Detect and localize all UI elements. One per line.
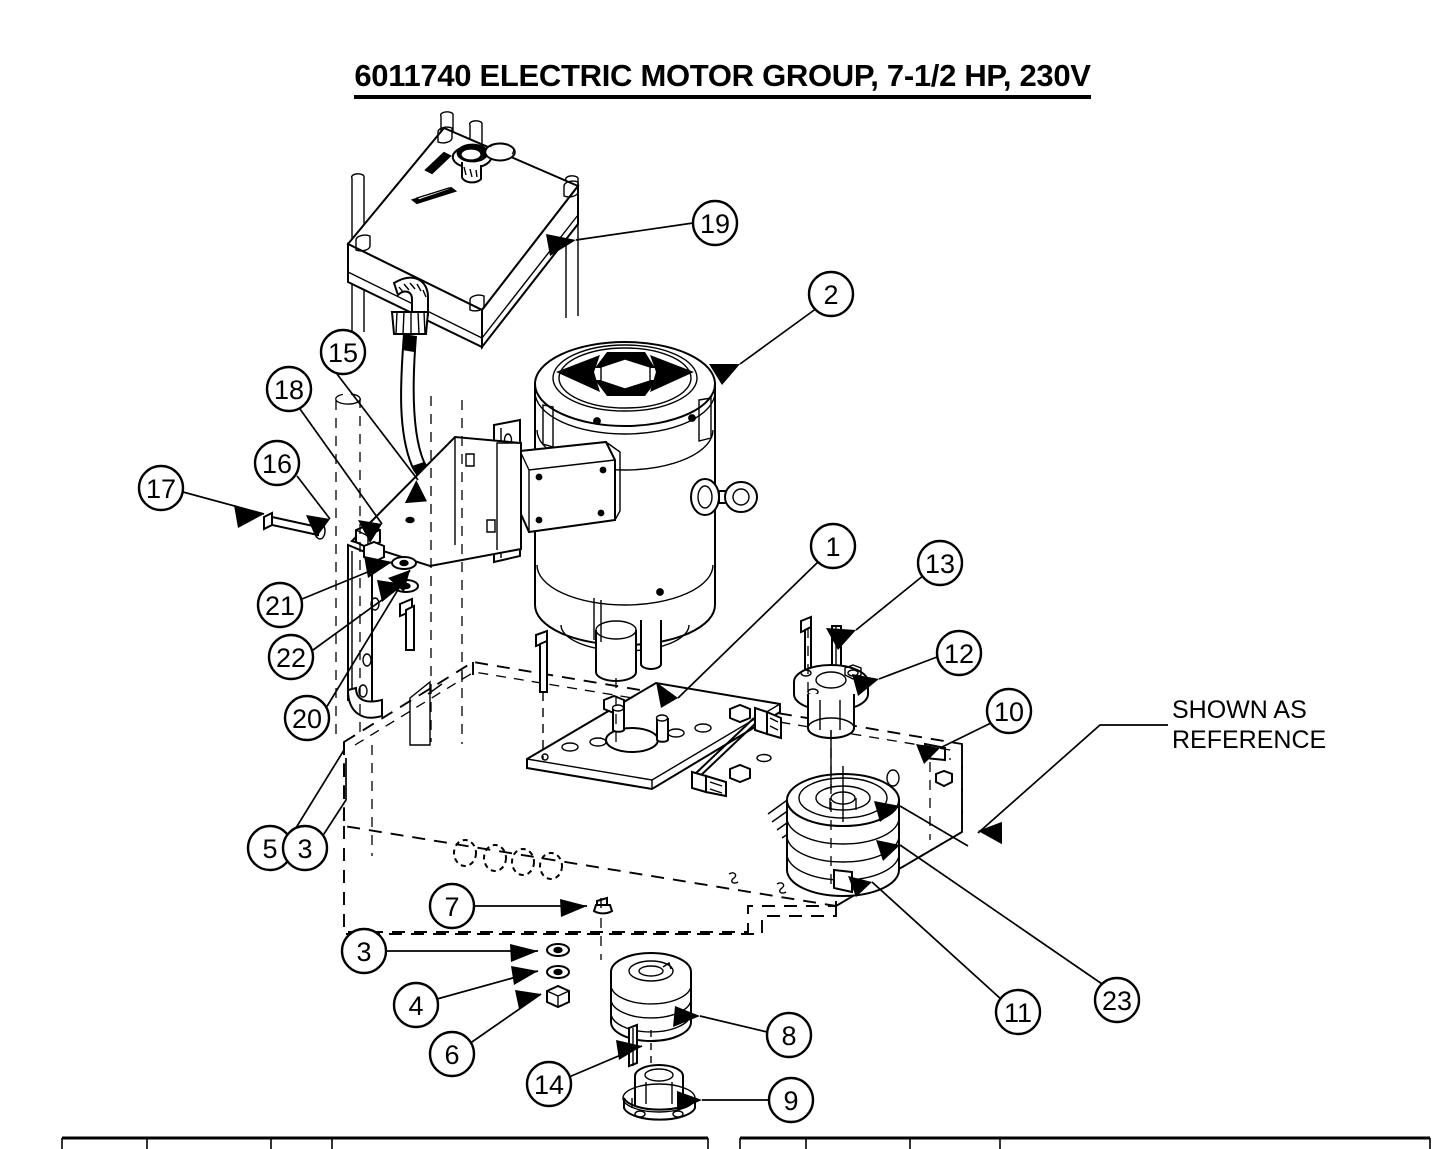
callout-circle — [1093, 976, 1141, 1024]
callout-number: 18 — [274, 375, 304, 405]
parts-table-left — [61, 1136, 709, 1149]
motor-junction-box — [519, 440, 621, 534]
callout-circle — [765, 1011, 813, 1059]
callout-circle — [691, 199, 739, 247]
fan-grille — [556, 352, 694, 396]
callout-22[interactable]: 22 — [267, 633, 315, 681]
callout-circle — [281, 824, 329, 872]
callout-circle — [319, 328, 367, 376]
callout-circle — [767, 1076, 815, 1124]
callout-20[interactable]: 20 — [283, 694, 331, 742]
callout-circle — [256, 581, 304, 629]
callout-circle — [283, 694, 331, 742]
callout-17[interactable]: 17 — [137, 464, 185, 512]
callout-9[interactable]: 9 — [767, 1076, 815, 1124]
callout-leaders — [182, 222, 1168, 1111]
callout-number: 3 — [356, 937, 371, 967]
callout-circle — [994, 988, 1042, 1036]
parts-table-right — [739, 1136, 1431, 1149]
callout-4[interactable]: 4 — [392, 981, 440, 1029]
callout-14[interactable]: 14 — [525, 1060, 573, 1108]
callout-circle — [525, 1060, 573, 1108]
callout-circle — [916, 539, 964, 587]
callout-11[interactable]: 11 — [994, 988, 1042, 1036]
page-title-text: 6011740 ELECTRIC MOTOR GROUP, 7-1/2 HP, … — [354, 58, 1091, 99]
conduit-elbow — [390, 276, 430, 335]
callout-23[interactable]: 23 — [1093, 976, 1141, 1024]
callout-number: 10 — [994, 697, 1024, 727]
callout-15[interactable]: 15 — [319, 328, 367, 376]
idler-adjuster-assembly — [793, 615, 869, 790]
callout-number: 17 — [146, 474, 176, 504]
callout-6[interactable]: 6 — [428, 1030, 476, 1078]
callout-3a[interactable]: 3 — [281, 824, 329, 872]
callout-number: 15 — [328, 338, 358, 368]
callout-5[interactable]: 5 — [246, 824, 294, 872]
upper-pulley-assembly — [767, 766, 900, 897]
electric-motor — [493, 341, 758, 682]
callout-13[interactable]: 13 — [916, 539, 964, 587]
callout-19[interactable]: 19 — [691, 199, 739, 247]
callout-number: 21 — [265, 591, 295, 621]
callout-circle — [137, 464, 185, 512]
callout-number: 14 — [534, 1070, 564, 1100]
callout-circle — [807, 270, 855, 318]
callout-circle — [340, 927, 388, 975]
page-title: 6011740 ELECTRIC MOTOR GROUP, 7-1/2 HP, … — [0, 58, 1445, 99]
callout-number: 16 — [262, 449, 292, 479]
callout-number: 4 — [408, 991, 423, 1021]
callout-18[interactable]: 18 — [265, 365, 313, 413]
lower-hardware-stack — [546, 896, 614, 1009]
callout-circle — [253, 439, 301, 487]
callout-16[interactable]: 16 — [253, 439, 301, 487]
shown-as-reference-note: SHOWN AS REFERENCE — [1172, 696, 1327, 754]
callout-number: 2 — [823, 280, 838, 310]
motor-plate-hardware — [535, 628, 832, 890]
callout-number: 12 — [944, 639, 974, 669]
callout-number: 3 — [297, 834, 312, 864]
callout-circle — [985, 687, 1033, 735]
callout-3b[interactable]: 3 — [340, 927, 388, 975]
callout-number: 9 — [783, 1086, 798, 1116]
callout-circle — [267, 633, 315, 681]
callout-circle — [428, 1030, 476, 1078]
callout-21[interactable]: 21 — [256, 581, 304, 629]
callout-number: 6 — [444, 1040, 459, 1070]
callout-number: 1 — [825, 532, 840, 562]
callout-10[interactable]: 10 — [985, 687, 1033, 735]
callout-circle — [935, 629, 983, 677]
callout-number: 11 — [1004, 998, 1032, 1028]
callout-1[interactable]: 1 — [809, 522, 857, 570]
callout-number: 13 — [925, 549, 955, 579]
callout-circle — [428, 882, 476, 930]
callout-circle — [392, 981, 440, 1029]
callout-number: 7 — [444, 892, 459, 922]
callout-number: 8 — [781, 1021, 796, 1051]
callout-12[interactable]: 12 — [935, 629, 983, 677]
callout-number: 5 — [262, 834, 277, 864]
motor-mount-plate — [526, 681, 782, 798]
callout-7[interactable]: 7 — [428, 882, 476, 930]
footer-tables — [61, 1136, 1431, 1149]
callout-number: 20 — [292, 704, 322, 734]
lifting-eye — [690, 478, 758, 516]
motor-mount-bracket — [263, 435, 522, 719]
callout-number: 22 — [276, 643, 306, 673]
motor-mount-flange-2 — [585, 425, 612, 558]
electrical-control-box — [346, 111, 580, 350]
callout-2[interactable]: 2 — [807, 270, 855, 318]
callout-number: 19 — [700, 209, 730, 239]
callout-8[interactable]: 8 — [765, 1011, 813, 1059]
callout-number: 23 — [1102, 986, 1132, 1016]
callout-circle — [809, 522, 857, 570]
callout-circle — [265, 365, 313, 413]
control-switch — [410, 142, 516, 205]
